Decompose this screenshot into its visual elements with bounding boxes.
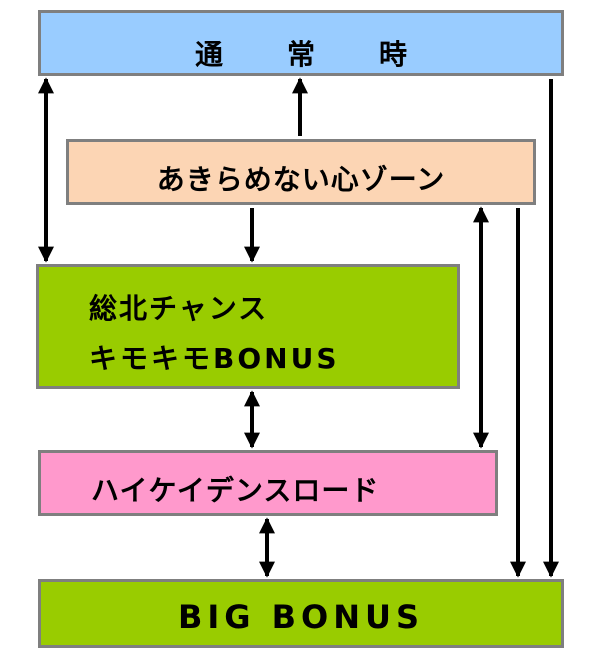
node-chance-label-line2: キモキモBONUS (89, 342, 340, 375)
node-road-label: ハイケイデンスロード (91, 474, 380, 507)
node-normal-label: 通 常 時 (194, 38, 425, 71)
node-normal: 通 常 時 (38, 10, 564, 76)
node-chance: 総北チャンス キモキモBONUS (36, 264, 460, 389)
node-big-label: BIG BONUS (177, 598, 425, 636)
node-zone: あきらめない心ゾーン (66, 139, 536, 205)
node-chance-label-line1: 総北チャンス (89, 292, 269, 325)
node-big: BIG BONUS (38, 579, 564, 648)
node-road: ハイケイデンスロード (38, 450, 498, 516)
node-zone-label: あきらめない心ゾーン (156, 163, 446, 196)
